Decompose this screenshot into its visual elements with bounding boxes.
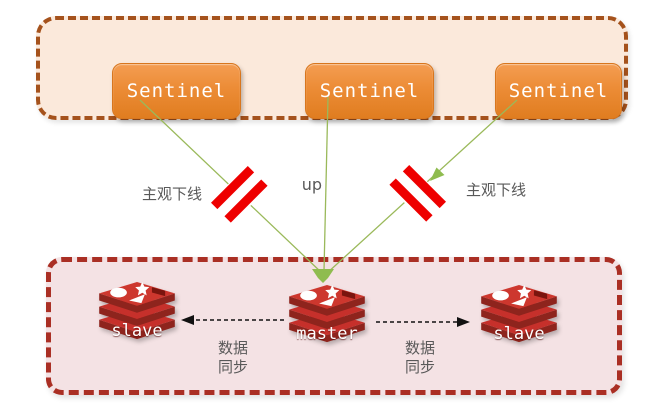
sentinel-node-label: Sentinel <box>126 80 227 102</box>
label-up: up <box>301 175 322 194</box>
redis-icon <box>289 285 365 343</box>
sentinel-group-box: Sentinel Sentinel Sentinel <box>36 16 628 120</box>
label-data-sync-right: 数据 同步 <box>390 339 450 377</box>
label-data-sync-left: 数据 同步 <box>203 339 263 377</box>
sentinel-node-label: Sentinel <box>508 80 609 102</box>
offline-mark-left-icon <box>208 163 272 227</box>
label-data-sync-right-line1: 数据 <box>404 339 435 357</box>
sentinel-node-1: Sentinel <box>112 63 241 119</box>
label-data-sync-left-line2: 同步 <box>217 358 248 376</box>
redis-node-master: master <box>283 285 371 365</box>
monitor-line-center <box>323 96 329 272</box>
label-subjective-offline-right: 主观下线 <box>465 181 526 199</box>
redis-icon <box>99 282 175 340</box>
offline-mark-right-icon <box>385 162 449 226</box>
redis-node-slave-right: slave <box>475 285 563 365</box>
label-data-sync-right-line2: 同步 <box>404 358 435 376</box>
redis-node-slave-left: slave <box>93 282 181 362</box>
redis-node-label: master <box>296 324 358 344</box>
label-data-sync-left-line1: 数据 <box>217 339 248 357</box>
sentinel-node-label: Sentinel <box>319 80 420 102</box>
label-subjective-offline-left: 主观下线 <box>141 185 202 203</box>
redis-node-label: slave <box>111 321 163 341</box>
redis-icon <box>481 285 557 343</box>
sentinel-node-2: Sentinel <box>305 63 434 119</box>
sentinel-node-3: Sentinel <box>495 63 622 119</box>
redis-node-label: slave <box>493 324 545 344</box>
right-line-arrowhead-icon <box>430 167 445 181</box>
